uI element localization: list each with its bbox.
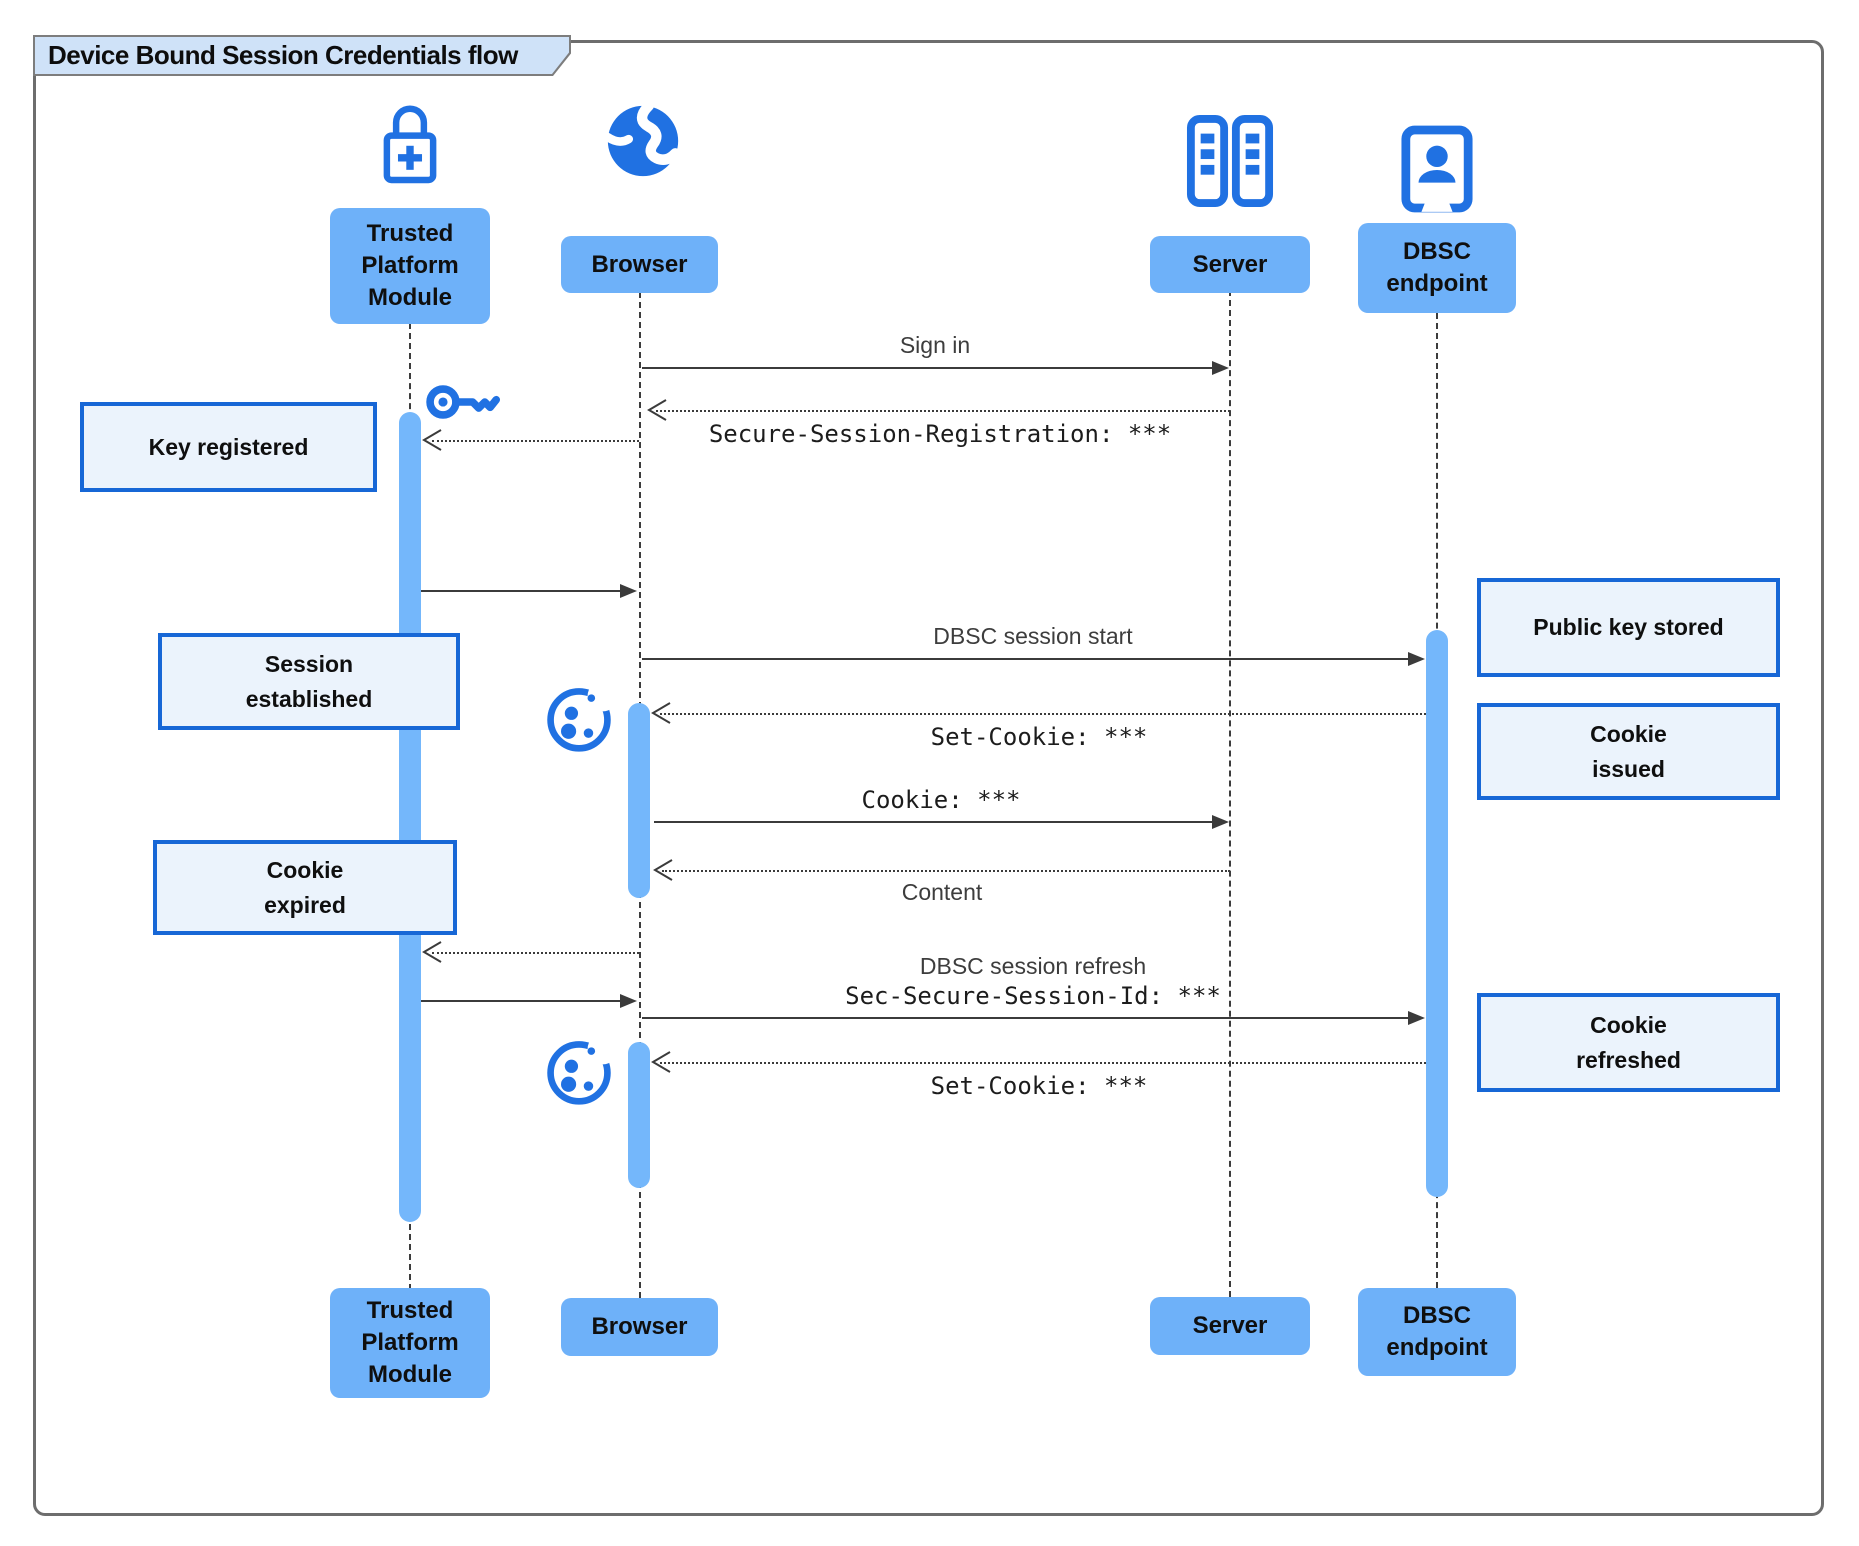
arrow-browser-to-tpm-2 bbox=[432, 952, 639, 954]
lock-plus-icon bbox=[373, 96, 447, 195]
arrow-content bbox=[662, 870, 1230, 872]
arrowhead-icon bbox=[1212, 361, 1229, 375]
activation-bar-tpm bbox=[399, 412, 421, 1222]
arrowhead-icon bbox=[421, 428, 443, 457]
message-label-sign-in: Sign in bbox=[899, 332, 971, 358]
arrow-tpm-to-browser bbox=[421, 590, 620, 592]
arrowhead-icon bbox=[646, 398, 668, 427]
arrowhead-icon bbox=[421, 940, 443, 969]
arrow-set-cookie-2 bbox=[660, 1062, 1426, 1064]
participant-top-server: Server bbox=[1150, 236, 1310, 293]
arrow-cookie bbox=[654, 821, 1212, 823]
arrow-tpm-to-browser-2 bbox=[421, 1000, 620, 1002]
key-icon bbox=[424, 374, 500, 435]
arrow-set-cookie-1 bbox=[660, 713, 1426, 715]
arrowhead-icon bbox=[1408, 652, 1425, 666]
cookie-icon bbox=[543, 1034, 618, 1112]
participant-top-browser: Browser bbox=[561, 236, 718, 293]
arrowhead-icon bbox=[620, 994, 637, 1008]
message-label-sec-secure-session-id: Sec-Secure-Session-Id: *** bbox=[845, 982, 1221, 1010]
server-racks-icon bbox=[1186, 114, 1274, 213]
note-key-registered: Key registered bbox=[80, 402, 377, 492]
arrowhead-icon bbox=[650, 1050, 672, 1079]
arrowhead-icon bbox=[650, 701, 672, 730]
lifeline-server bbox=[1229, 290, 1231, 1297]
participant-bottom-tpm: Trusted Platform Module bbox=[330, 1288, 490, 1398]
message-label-dbsc-session-start: DBSC session start bbox=[933, 623, 1133, 649]
message-label-dbsc-session-refresh: DBSC session refresh bbox=[919, 953, 1147, 979]
activation-bar-browser-2 bbox=[628, 1042, 650, 1188]
arrowhead-icon bbox=[620, 584, 637, 598]
diagram-title: Device Bound Session Credentials flow bbox=[48, 40, 518, 70]
arrow-dbsc-session-refresh bbox=[642, 1017, 1408, 1019]
arrowhead-icon bbox=[652, 858, 674, 887]
participant-bottom-dbsc: DBSC endpoint bbox=[1358, 1288, 1516, 1376]
cookie-icon bbox=[543, 681, 618, 759]
arrow-secure-session-registration bbox=[656, 410, 1230, 412]
participant-bottom-server: Server bbox=[1150, 1297, 1310, 1355]
message-label-set-cookie-2: Set-Cookie: *** bbox=[930, 1072, 1148, 1100]
diagram-title-tab: Device Bound Session Credentials flow bbox=[33, 35, 571, 76]
note-public-key-stored: Public key stored bbox=[1477, 578, 1780, 677]
note-cookie-issued: Cookie issued bbox=[1477, 703, 1780, 800]
activation-bar-browser-1 bbox=[628, 703, 650, 898]
globe-icon bbox=[603, 100, 681, 184]
arrowhead-icon bbox=[1408, 1011, 1425, 1025]
message-label-set-cookie-1: Set-Cookie: *** bbox=[930, 723, 1148, 751]
kiosk-person-icon bbox=[1400, 124, 1474, 219]
activation-bar-dbsc bbox=[1426, 630, 1448, 1197]
diagram-frame bbox=[33, 40, 1824, 1516]
participant-top-dbsc: DBSC endpoint bbox=[1358, 223, 1516, 313]
note-session-established: Session established bbox=[158, 633, 460, 730]
participant-bottom-browser: Browser bbox=[561, 1298, 718, 1356]
arrow-sign-in bbox=[642, 367, 1212, 369]
participant-top-tpm: Trusted Platform Module bbox=[330, 208, 490, 324]
message-label-cookie: Cookie: *** bbox=[861, 786, 1021, 814]
arrowhead-icon bbox=[1212, 815, 1229, 829]
arrow-browser-to-tpm bbox=[432, 440, 639, 442]
arrow-dbsc-session-start bbox=[642, 658, 1408, 660]
note-cookie-refreshed: Cookie refreshed bbox=[1477, 993, 1780, 1092]
message-label-content: Content bbox=[901, 879, 983, 905]
message-label-secure-session-registration: Secure-Session-Registration: *** bbox=[708, 420, 1172, 448]
note-cookie-expired: Cookie expired bbox=[153, 840, 457, 935]
